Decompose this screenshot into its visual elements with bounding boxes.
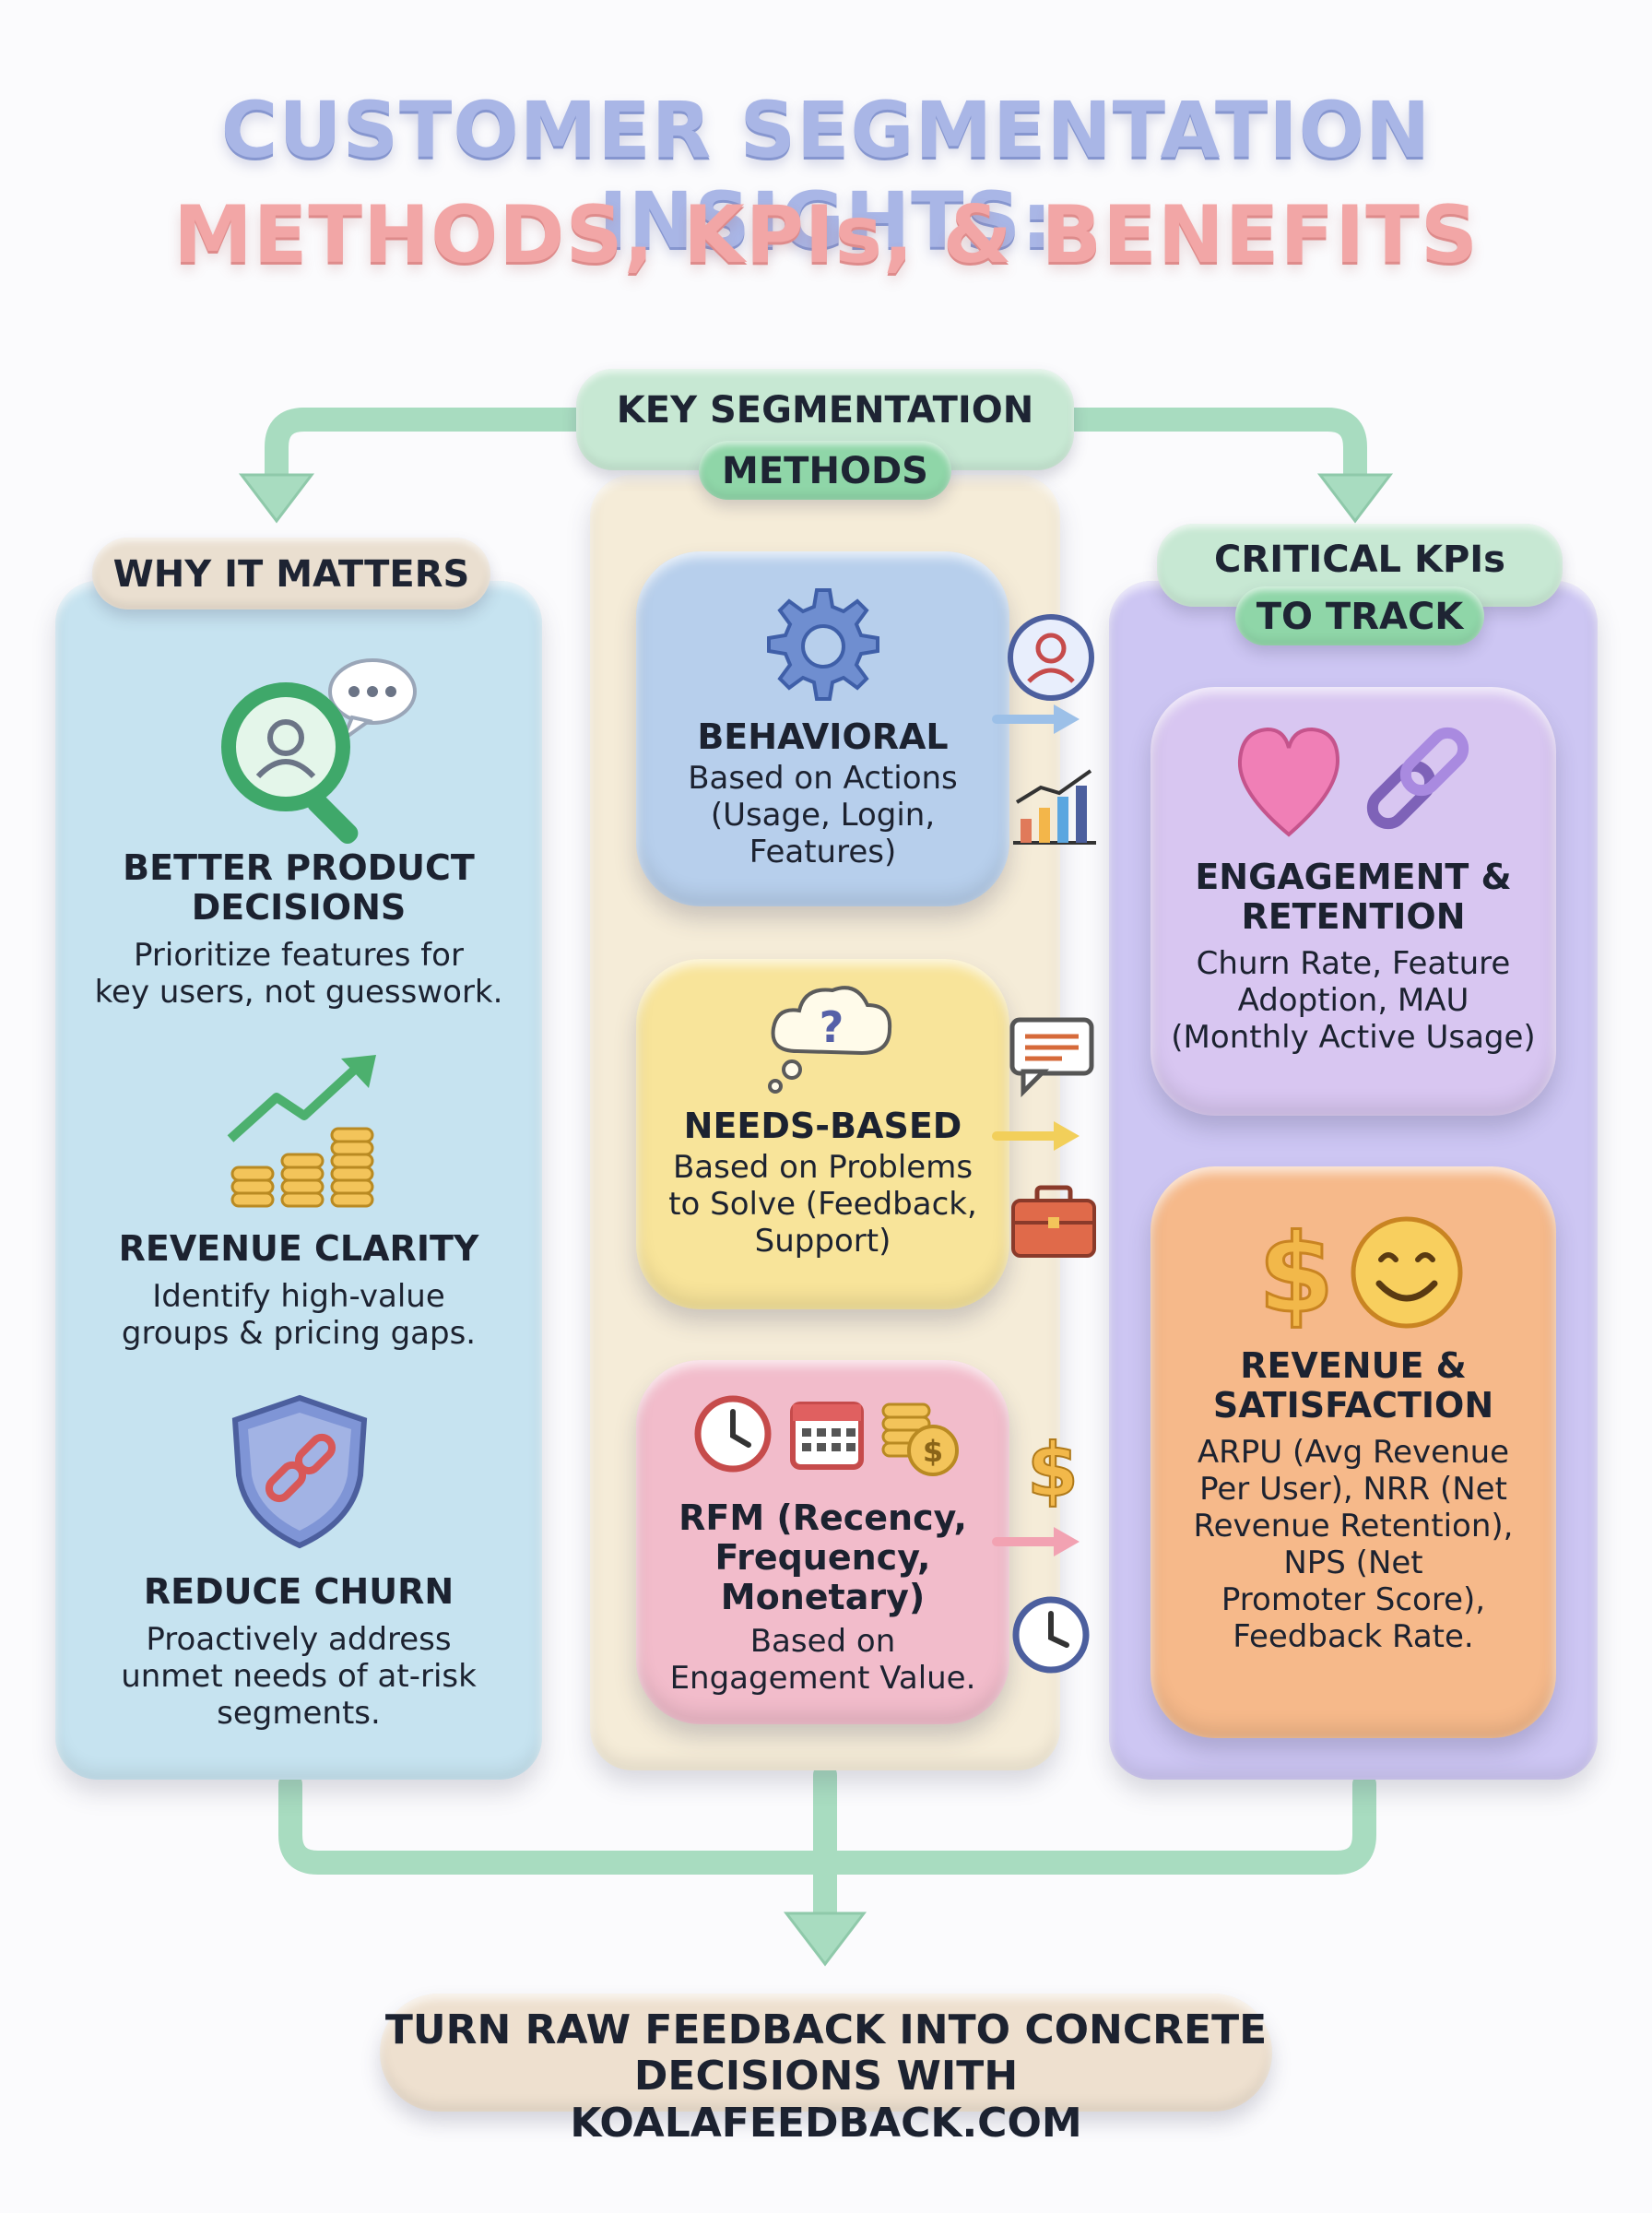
arrowhead-right: [1316, 473, 1394, 524]
dollar-icon: $: [1025, 1427, 1080, 1510]
title-line-1: CUSTOMER SEGMENTATION INSIGHTS:: [220, 85, 1432, 266]
svg-text:$: $: [1258, 1210, 1334, 1337]
arrowhead-left: [238, 473, 315, 524]
why-it-matters-header: WHY IT MATTERS: [92, 538, 490, 609]
rfm-title-line-2: Frequency,: [714, 1537, 931, 1578]
question-cloud-icon: ?: [761, 977, 899, 1097]
arrow-right-2-icon: [991, 1118, 1083, 1154]
chat-bubble-icon: [1007, 1014, 1099, 1097]
revenue-satisfaction-desc-line-1: ARPU (Avg Revenue: [1197, 1434, 1510, 1471]
revenue-clarity-desc-line-1: Identify high-value: [152, 1278, 445, 1315]
revenue-satisfaction-desc-line-6: Feedback Rate.: [1233, 1618, 1474, 1655]
revenue-satisfaction-desc-line-3: Revenue Retention),: [1193, 1508, 1514, 1544]
top-left-connector: [265, 408, 611, 491]
engagement-retention-desc: Churn Rate, Feature Adoption, MAU (Month…: [1150, 945, 1556, 1056]
gear-icon: [763, 586, 883, 706]
arrow-right-3-icon: [991, 1523, 1083, 1560]
needs-based-desc-line-3: Support): [754, 1223, 891, 1260]
dollar-smiley-icon: $: [1243, 1208, 1473, 1337]
key-methods-subheader: METHODS: [699, 441, 951, 500]
engagement-retention-desc-line-3: (Monthly Active Usage): [1171, 1019, 1536, 1056]
engagement-retention-desc-line-2: Adoption, MAU: [1237, 982, 1469, 1019]
revenue-satisfaction-desc-line-2: Per User), NRR (Net: [1199, 1471, 1507, 1508]
engagement-retention-title: ENGAGEMENT & RETENTION: [1150, 858, 1556, 937]
bar-chart-icon: [1008, 765, 1100, 848]
needs-based-desc: Based on Problems to Solve (Feedback, Su…: [636, 1149, 1009, 1260]
needs-based-title-line-1: NEEDS-BASED: [683, 1106, 962, 1146]
footer-line-1: TURN RAW FEEDBACK INTO CONCRETE: [384, 2006, 1268, 2053]
behavioral-title-line-1: BEHAVIORAL: [697, 716, 949, 757]
rfm-desc-line-2: Engagement Value.: [669, 1660, 976, 1697]
needs-based-title: NEEDS-BASED: [636, 1106, 1009, 1146]
user-icon: [1005, 611, 1097, 704]
top-right-connector: [1048, 408, 1367, 491]
shield-broken-link-icon: [226, 1392, 373, 1549]
behavioral-desc-line-3: Features): [749, 834, 897, 870]
rfm-title: RFM (Recency, Frequency, Monetary): [636, 1498, 1009, 1617]
reduce-churn-desc-line-2: unmet needs of at-risk: [121, 1658, 477, 1695]
title-line-2: METHODS, KPIs, & BENEFITS: [173, 189, 1479, 281]
reduce-churn-desc-line-1: Proactively address: [146, 1621, 452, 1658]
briefcase-icon: [1008, 1180, 1100, 1263]
footer-cta: TURN RAW FEEDBACK INTO CONCRETE DECISION…: [380, 1994, 1272, 2147]
critical-kpis-subheader: TO TRACK: [1235, 586, 1484, 645]
rfm-title-line-1: RFM (Recency,: [678, 1497, 967, 1538]
better-product-desc: Prioritize features for key users, not g…: [74, 937, 524, 1011]
engagement-retention-title-line-1: ENGAGEMENT &: [1195, 857, 1512, 897]
better-product-title-line-2: DECISIONS: [191, 887, 407, 928]
reduce-churn-desc-line-3: segments.: [217, 1695, 381, 1732]
rfm-desc-line-1: Based on: [749, 1623, 896, 1660]
behavioral-title: BEHAVIORAL: [636, 717, 1009, 757]
critical-kpis-label-1: CRITICAL KPIs: [1214, 538, 1505, 581]
needs-based-desc-line-1: Based on Problems: [672, 1149, 974, 1186]
needs-based-desc-line-2: to Solve (Feedback,: [668, 1186, 977, 1223]
arrow-right-1-icon: [991, 701, 1083, 738]
revenue-satisfaction-title-line-1: REVENUE &: [1240, 1345, 1467, 1386]
key-methods-header: KEY SEGMENTATION: [576, 369, 1074, 470]
magnifier-user-icon: [214, 655, 435, 848]
key-methods-label-1: KEY SEGMENTATION: [616, 389, 1034, 432]
reduce-churn-title-line-1: REDUCE CHURN: [143, 1571, 454, 1612]
coins-growth-icon: [221, 1051, 387, 1213]
critical-kpis-label-2: TO TRACK: [1256, 596, 1464, 638]
better-product-desc-line-1: Prioritize features for: [134, 937, 464, 974]
arrowhead-bottom: [783, 1911, 867, 1967]
svg-text:$: $: [923, 1434, 943, 1469]
revenue-satisfaction-title-line-2: SATISFACTION: [1212, 1385, 1494, 1426]
reduce-churn-desc: Proactively address unmet needs of at-ri…: [74, 1621, 524, 1732]
svg-text:?: ?: [820, 1002, 844, 1052]
footer-line-2: DECISIONS WITH KOALAFEEDBACK.COM: [570, 2053, 1082, 2147]
revenue-clarity-title: REVENUE CLARITY: [74, 1229, 524, 1269]
engagement-retention-desc-line-1: Churn Rate, Feature: [1196, 945, 1511, 982]
reduce-churn-title: REDUCE CHURN: [74, 1572, 524, 1612]
rfm-card: $ RFM (Recency, Frequency, Monetary) Bas…: [636, 1360, 1009, 1724]
critical-kpis-header: CRITICAL KPIs: [1157, 524, 1563, 607]
clock-calendar-coins-icon: $: [691, 1388, 968, 1480]
revenue-satisfaction-desc: ARPU (Avg Revenue Per User), NRR (Net Re…: [1150, 1434, 1556, 1655]
better-product-title: BETTER PRODUCT DECISIONS: [74, 848, 524, 928]
better-product-desc-line-2: key users, not guesswork.: [94, 974, 503, 1011]
better-product-title-line-1: BETTER PRODUCT: [123, 847, 475, 888]
behavioral-card: BEHAVIORAL Based on Actions (Usage, Logi…: [636, 551, 1009, 906]
behavioral-desc-line-1: Based on Actions: [688, 760, 958, 797]
svg-text:$: $: [1027, 1427, 1079, 1510]
key-methods-label-2: METHODS: [722, 450, 928, 492]
revenue-satisfaction-desc-line-5: Promoter Score),: [1221, 1581, 1486, 1618]
engagement-retention-card: ENGAGEMENT & RETENTION Churn Rate, Featu…: [1150, 687, 1556, 1116]
engagement-retention-title-line-2: RETENTION: [1241, 896, 1466, 937]
clock-icon: [1009, 1593, 1092, 1676]
revenue-satisfaction-title: REVENUE & SATISFACTION: [1150, 1346, 1556, 1426]
revenue-clarity-title-line-1: REVENUE CLARITY: [118, 1228, 479, 1269]
rfm-desc: Based on Engagement Value.: [636, 1623, 1009, 1697]
revenue-satisfaction-desc-line-4: NPS (Net: [1283, 1544, 1423, 1581]
revenue-clarity-desc: Identify high-value groups & pricing gap…: [74, 1278, 524, 1352]
why-it-matters-label: WHY IT MATTERS: [112, 553, 470, 596]
heart-link-icon: [1229, 716, 1478, 846]
revenue-satisfaction-card: $ REVENUE & SATISFACTION ARPU (Avg Reven…: [1150, 1166, 1556, 1738]
behavioral-desc-line-2: (Usage, Login,: [710, 797, 936, 834]
needs-based-card: ? NEEDS-BASED Based on Problems to Solve…: [636, 959, 1009, 1309]
rfm-title-line-3: Monetary): [720, 1577, 926, 1617]
behavioral-desc: Based on Actions (Usage, Login, Features…: [636, 760, 1009, 870]
revenue-clarity-desc-line-2: groups & pricing gaps.: [121, 1315, 477, 1352]
